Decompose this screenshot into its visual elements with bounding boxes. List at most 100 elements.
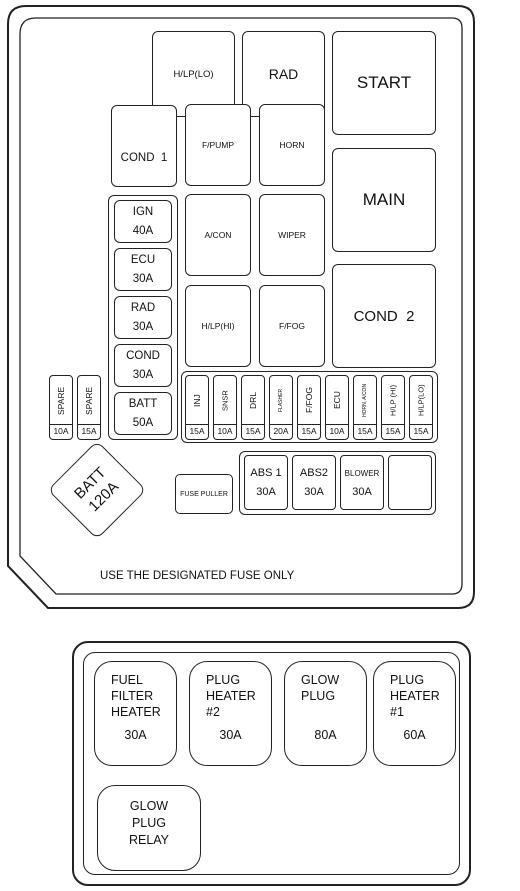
- fusible-link: BATT 50A: [114, 392, 172, 435]
- mini-fuse-name: ECU: [332, 391, 342, 410]
- fuse-puller[interactable]: FUSE PULLER: [175, 474, 233, 514]
- relay-rad: RAD: [242, 31, 325, 117]
- spare-fuse-rating: 15A: [78, 424, 100, 439]
- aux-relay-plug-heater-1: PLUG HEATER #1 60A: [373, 661, 456, 766]
- relay-cond2: COND 2: [332, 264, 436, 368]
- cartridge-fuse-group: [239, 451, 436, 515]
- mini-fuse-rating: 15A: [354, 424, 376, 439]
- relay-acon: A/CON: [185, 194, 251, 276]
- mini-fuse: INJ 15A: [185, 375, 209, 440]
- mini-fuse: FLASHER 20A: [269, 375, 293, 440]
- mini-fuse: F/FOG 15A: [297, 375, 321, 440]
- relay-ffog-label: F/FOG: [279, 321, 305, 331]
- fusible-link-name: BATT: [128, 397, 158, 410]
- aux-relay-rating: 60A: [403, 728, 426, 742]
- aux-panel-outline: [72, 641, 471, 886]
- relay-hlp-hi-label: H/LP(HI): [201, 321, 235, 331]
- fuse-puller-label: FUSE PULLER: [180, 490, 228, 498]
- fusible-link-rating: 40A: [132, 224, 154, 237]
- relay-hlp-lo: H/LP(LO): [152, 31, 235, 117]
- mini-fuse-rating: 15A: [242, 424, 264, 439]
- cartridge-fuse-rating: 30A: [352, 485, 372, 498]
- relay-wiper: WIPER: [259, 194, 325, 276]
- mini-fuse: HORN, A/CON 15A: [353, 375, 377, 440]
- relay-start: START: [332, 31, 436, 135]
- spare-fuse: SPARE 15A: [77, 375, 101, 440]
- mini-fuse: SNSR 10A: [213, 375, 237, 440]
- cartridge-fuse-empty: [388, 455, 432, 510]
- aux-relay-name: PLUG HEATER #2: [206, 673, 256, 719]
- cartridge-fuse-name: ABS2: [299, 466, 329, 479]
- relay-cond1-label: COND 1: [120, 152, 168, 164]
- mini-fuse-group: [181, 371, 438, 443]
- spare-fuse: SPARE 10A: [49, 375, 73, 440]
- main-panel-outline: [7, 5, 475, 609]
- fusible-link-rating: 30A: [132, 320, 154, 333]
- mini-fuse-name: SNSR: [220, 390, 230, 411]
- fusible-link: ECU 30A: [114, 248, 172, 291]
- relay-main: MAIN: [332, 148, 436, 252]
- mini-fuse-rating: 20A: [270, 424, 292, 439]
- mini-fuse-name: H/LP (HI): [388, 384, 398, 417]
- mini-fuse-rating: 15A: [298, 424, 320, 439]
- fusible-link-name: RAD: [130, 301, 156, 314]
- mini-fuse-name: FLASHER: [278, 388, 284, 413]
- relay-acon-label: A/CON: [204, 230, 232, 240]
- aux-relay-glow-plug: GLOW PLUG 80A: [284, 661, 367, 766]
- aux-relay-rating: 30A: [219, 728, 242, 742]
- fusible-link-name: COND: [126, 349, 160, 362]
- mini-fuse-rating: 15A: [410, 424, 432, 439]
- spare-fuse-name: SPARE: [84, 386, 94, 415]
- fusible-link-name: ECU: [130, 253, 156, 266]
- mini-fuse-rating: 15A: [382, 424, 404, 439]
- aux-relay-rating: 80A: [314, 728, 337, 742]
- relay-horn: HORN: [259, 104, 325, 186]
- designated-fuse-note: USE THE DESIGNATED FUSE ONLY: [100, 570, 295, 582]
- fusible-link-rating: 50A: [132, 416, 154, 429]
- relay-wiper-label: WIPER: [278, 230, 306, 240]
- mini-fuse-rating: 10A: [214, 424, 236, 439]
- fusible-link-rating: 30A: [132, 368, 154, 381]
- fusible-link: IGN 40A: [114, 200, 172, 243]
- mini-fuse: DRL 15A: [241, 375, 265, 440]
- relay-cond2-label: COND 2: [353, 307, 415, 325]
- mini-fuse-name: HORN, A/CON: [362, 383, 368, 418]
- mini-fuse: H/LP(LO) 15A: [409, 375, 433, 440]
- aux-relay-name: FUEL FILTER HEATER: [111, 673, 161, 719]
- relay-fpump: F/PUMP: [185, 104, 251, 186]
- cartridge-fuse: ABS 1 30A: [244, 455, 288, 510]
- mini-fuse-rating: 10A: [326, 424, 348, 439]
- fusible-link-name: IGN: [132, 205, 154, 218]
- mini-fuse-name: H/LP(LO): [416, 384, 426, 417]
- relay-cond1: COND 1: [111, 105, 177, 187]
- spare-fuse-name: SPARE: [56, 386, 66, 415]
- cartridge-fuse-rating: 30A: [256, 485, 276, 498]
- cartridge-fuse: BLOWER 30A: [340, 455, 384, 510]
- cartridge-fuse: ABS2 30A: [292, 455, 336, 510]
- mini-fuse: H/LP (HI) 15A: [381, 375, 405, 440]
- cartridge-fuse-name: ABS 1: [250, 466, 282, 479]
- aux-relay-plug-heater-2: PLUG HEATER #2 30A: [189, 661, 272, 766]
- relay-start-label: START: [356, 73, 412, 92]
- cartridge-fuse-rating: 30A: [304, 485, 324, 498]
- relay-horn-label: HORN: [279, 140, 305, 150]
- mini-fuse-name: F/FOG: [304, 387, 314, 414]
- aux-relay-fuel-filter-heater: FUEL FILTER HEATER 30A: [94, 661, 177, 766]
- mini-fuse-name: DRL: [248, 392, 258, 410]
- fusible-link-rating: 30A: [132, 272, 154, 285]
- aux-relay-name: GLOW PLUG: [301, 673, 340, 703]
- fusible-link-group: [108, 195, 178, 440]
- cartridge-fuse-name: BLOWER: [344, 468, 380, 478]
- aux-relay-rating: 30A: [124, 728, 147, 742]
- fusible-link: COND 30A: [114, 344, 172, 387]
- mini-fuse-name: INJ: [192, 394, 202, 407]
- relay-hlp-hi: H/LP(HI): [185, 285, 251, 367]
- relay-fpump-label: F/PUMP: [201, 140, 235, 150]
- aux-panel-inner: [83, 652, 460, 875]
- relay-ffog: F/FOG: [259, 285, 325, 367]
- mini-fuse-rating: 15A: [186, 424, 208, 439]
- spare-fuse-rating: 10A: [50, 424, 72, 439]
- relay-hlp-lo-label: H/LP(LO): [173, 68, 214, 80]
- fusible-link: RAD 30A: [114, 296, 172, 339]
- aux-relay-name: PLUG HEATER #1: [390, 673, 440, 719]
